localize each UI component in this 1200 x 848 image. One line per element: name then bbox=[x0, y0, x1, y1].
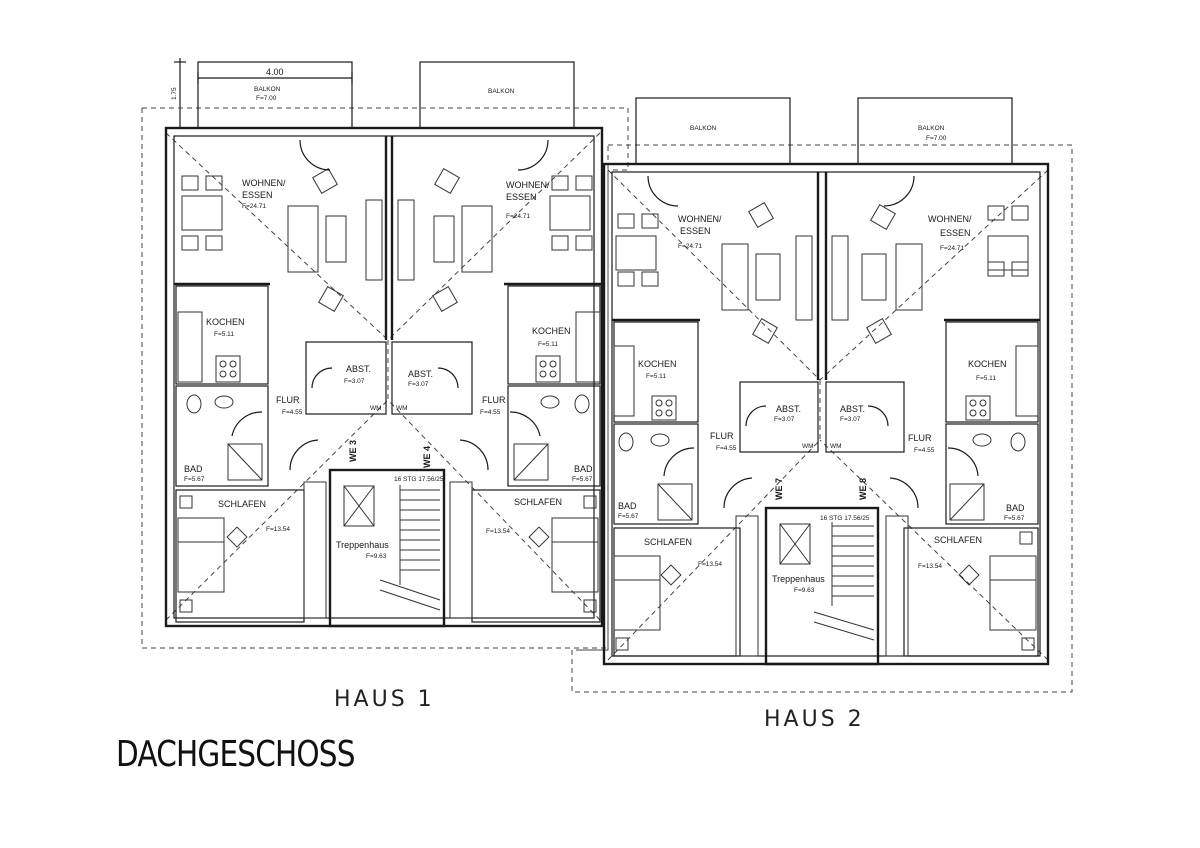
balcony-depth-label: 1.75 bbox=[171, 87, 178, 100]
abst-area-we7: F=3.07 bbox=[774, 416, 795, 423]
unit-label-we8: WE 8 bbox=[858, 478, 868, 500]
wohnen-label-we7: WOHNEN/ bbox=[678, 214, 722, 224]
abst-label-we7: ABST. bbox=[776, 404, 801, 414]
schlafen-label-we4: SCHLAFEN bbox=[514, 497, 562, 507]
wm-label-we4: WM bbox=[396, 405, 408, 412]
flur-label-we7: FLUR bbox=[710, 431, 734, 441]
schlafen-area-we4: F=13.54 bbox=[486, 528, 510, 535]
bad-area-we4: F=5.67 bbox=[572, 476, 593, 483]
abst-area-we4: F=3.07 bbox=[408, 381, 429, 388]
treppenhaus-label-haus1: Treppenhaus bbox=[336, 540, 389, 550]
schlafen-label-we7: SCHLAFEN bbox=[644, 537, 692, 547]
kochen-label-we3: KOCHEN bbox=[206, 317, 245, 327]
abst-label-we4: ABST. bbox=[408, 369, 433, 379]
wm-label-we7: WM bbox=[802, 443, 814, 450]
flur-label-we4: FLUR bbox=[482, 395, 506, 405]
flur-area-we4: F=4.55 bbox=[480, 409, 501, 416]
unit-label-we4: WE 4 bbox=[422, 446, 432, 468]
schlafen-label-we8: SCHLAFEN bbox=[934, 535, 982, 545]
treppenhaus-area-haus2: F=9.63 bbox=[794, 587, 815, 594]
haus-1-caption: HAUS 1 bbox=[334, 687, 435, 712]
balcony-we4 bbox=[419, 61, 575, 129]
balcony-area-we3: F=7.00 bbox=[256, 95, 277, 102]
kochen-area-we3: F=5.11 bbox=[214, 331, 234, 338]
essen-label-we4: ESSEN bbox=[506, 192, 537, 202]
haus-1-plan: BALKON F=7.00 BALKON WOHNEN/ ESSEN F=24.… bbox=[164, 61, 604, 628]
balcony-label-we3: BALKON bbox=[254, 86, 281, 93]
wm-label-we3: WM bbox=[370, 405, 382, 412]
balcony-area-we8: F=7.00 bbox=[926, 135, 947, 142]
abst-area-we8: F=3.07 bbox=[840, 416, 861, 423]
wm-label-we8: WM bbox=[830, 443, 842, 450]
flur-area-we8: F=4.55 bbox=[914, 447, 935, 454]
kochen-label-we7: KOCHEN bbox=[638, 359, 677, 369]
balcony-label-we4: BALKON bbox=[488, 88, 515, 95]
abst-label-we8: ABST. bbox=[840, 404, 865, 414]
balcony-label-we8: BALKON bbox=[918, 125, 945, 132]
schlafen-area-we7: F=13.54 bbox=[698, 561, 722, 568]
treppenhaus-area-haus1: F=9.63 bbox=[366, 553, 387, 560]
essen-label-we7: ESSEN bbox=[680, 226, 711, 236]
bad-area-we3: F=5.67 bbox=[184, 476, 205, 483]
bad-label-we8: BAD bbox=[1006, 503, 1025, 513]
flur-area-we7: F=4.55 bbox=[716, 445, 737, 452]
stair-note-haus2: 16 STG 17.56/25 bbox=[820, 515, 870, 522]
unit-label-we3: WE 3 bbox=[348, 440, 358, 462]
balcony-label-we7: BALKON bbox=[690, 125, 717, 132]
kochen-area-we7: F=5.11 bbox=[646, 373, 666, 380]
bad-area-we8: F=5.67 bbox=[1004, 515, 1025, 522]
schlafen-area-we8: F=13.54 bbox=[918, 563, 942, 570]
wohnen-label-we4: WOHNEN/ bbox=[506, 180, 550, 190]
treppenhaus-label-haus2: Treppenhaus bbox=[772, 574, 825, 584]
page-title: DACHGESCHOSS bbox=[116, 734, 355, 775]
wohnen-label-we3: WOHNEN/ bbox=[242, 178, 286, 188]
balcony-width-label: 4.00 bbox=[266, 67, 284, 77]
abst-label-we3: ABST. bbox=[346, 364, 371, 374]
stair-note-haus1: 16 STG 17.56/25 bbox=[394, 476, 444, 483]
kochen-label-we4: KOCHEN bbox=[532, 326, 571, 336]
flur-label-we3: FLUR bbox=[276, 395, 300, 405]
kochen-area-we8: F=5.11 bbox=[976, 375, 996, 382]
bad-label-we3: BAD bbox=[184, 464, 203, 474]
unit-label-we7: WE 7 bbox=[774, 478, 784, 500]
haus-2-plan: BALKON BALKON F=7.00 WOHNEN/ ESSEN F=24.… bbox=[602, 97, 1050, 666]
abst-area-we3: F=3.07 bbox=[344, 378, 365, 385]
schlafen-label-we3: SCHLAFEN bbox=[218, 499, 266, 509]
flur-label-we8: FLUR bbox=[908, 433, 932, 443]
kochen-label-we8: KOCHEN bbox=[968, 359, 1007, 369]
wohnen-label-we8: WOHNEN/ bbox=[928, 214, 972, 224]
wohnen-area-we8: F=24.71 bbox=[940, 245, 964, 252]
flur-area-we3: F=4.55 bbox=[282, 409, 303, 416]
bad-label-we4: BAD bbox=[574, 464, 593, 474]
wohnen-area-we4: F=24.71 bbox=[506, 213, 530, 220]
bad-label-we7: BAD bbox=[618, 501, 637, 511]
essen-label-we3: ESSEN bbox=[242, 190, 273, 200]
wohnen-area-we7: F=24.71 bbox=[678, 243, 702, 250]
roof-outlines bbox=[141, 107, 1073, 693]
kochen-area-we4: F=5.11 bbox=[538, 341, 558, 348]
bad-area-we7: F=5.67 bbox=[618, 513, 639, 520]
schlafen-area-we3: F=13.54 bbox=[266, 526, 290, 533]
essen-label-we8: ESSEN bbox=[940, 228, 971, 238]
haus-2-caption: HAUS 2 bbox=[764, 707, 865, 732]
wohnen-area-we3: F=24.71 bbox=[242, 203, 266, 210]
